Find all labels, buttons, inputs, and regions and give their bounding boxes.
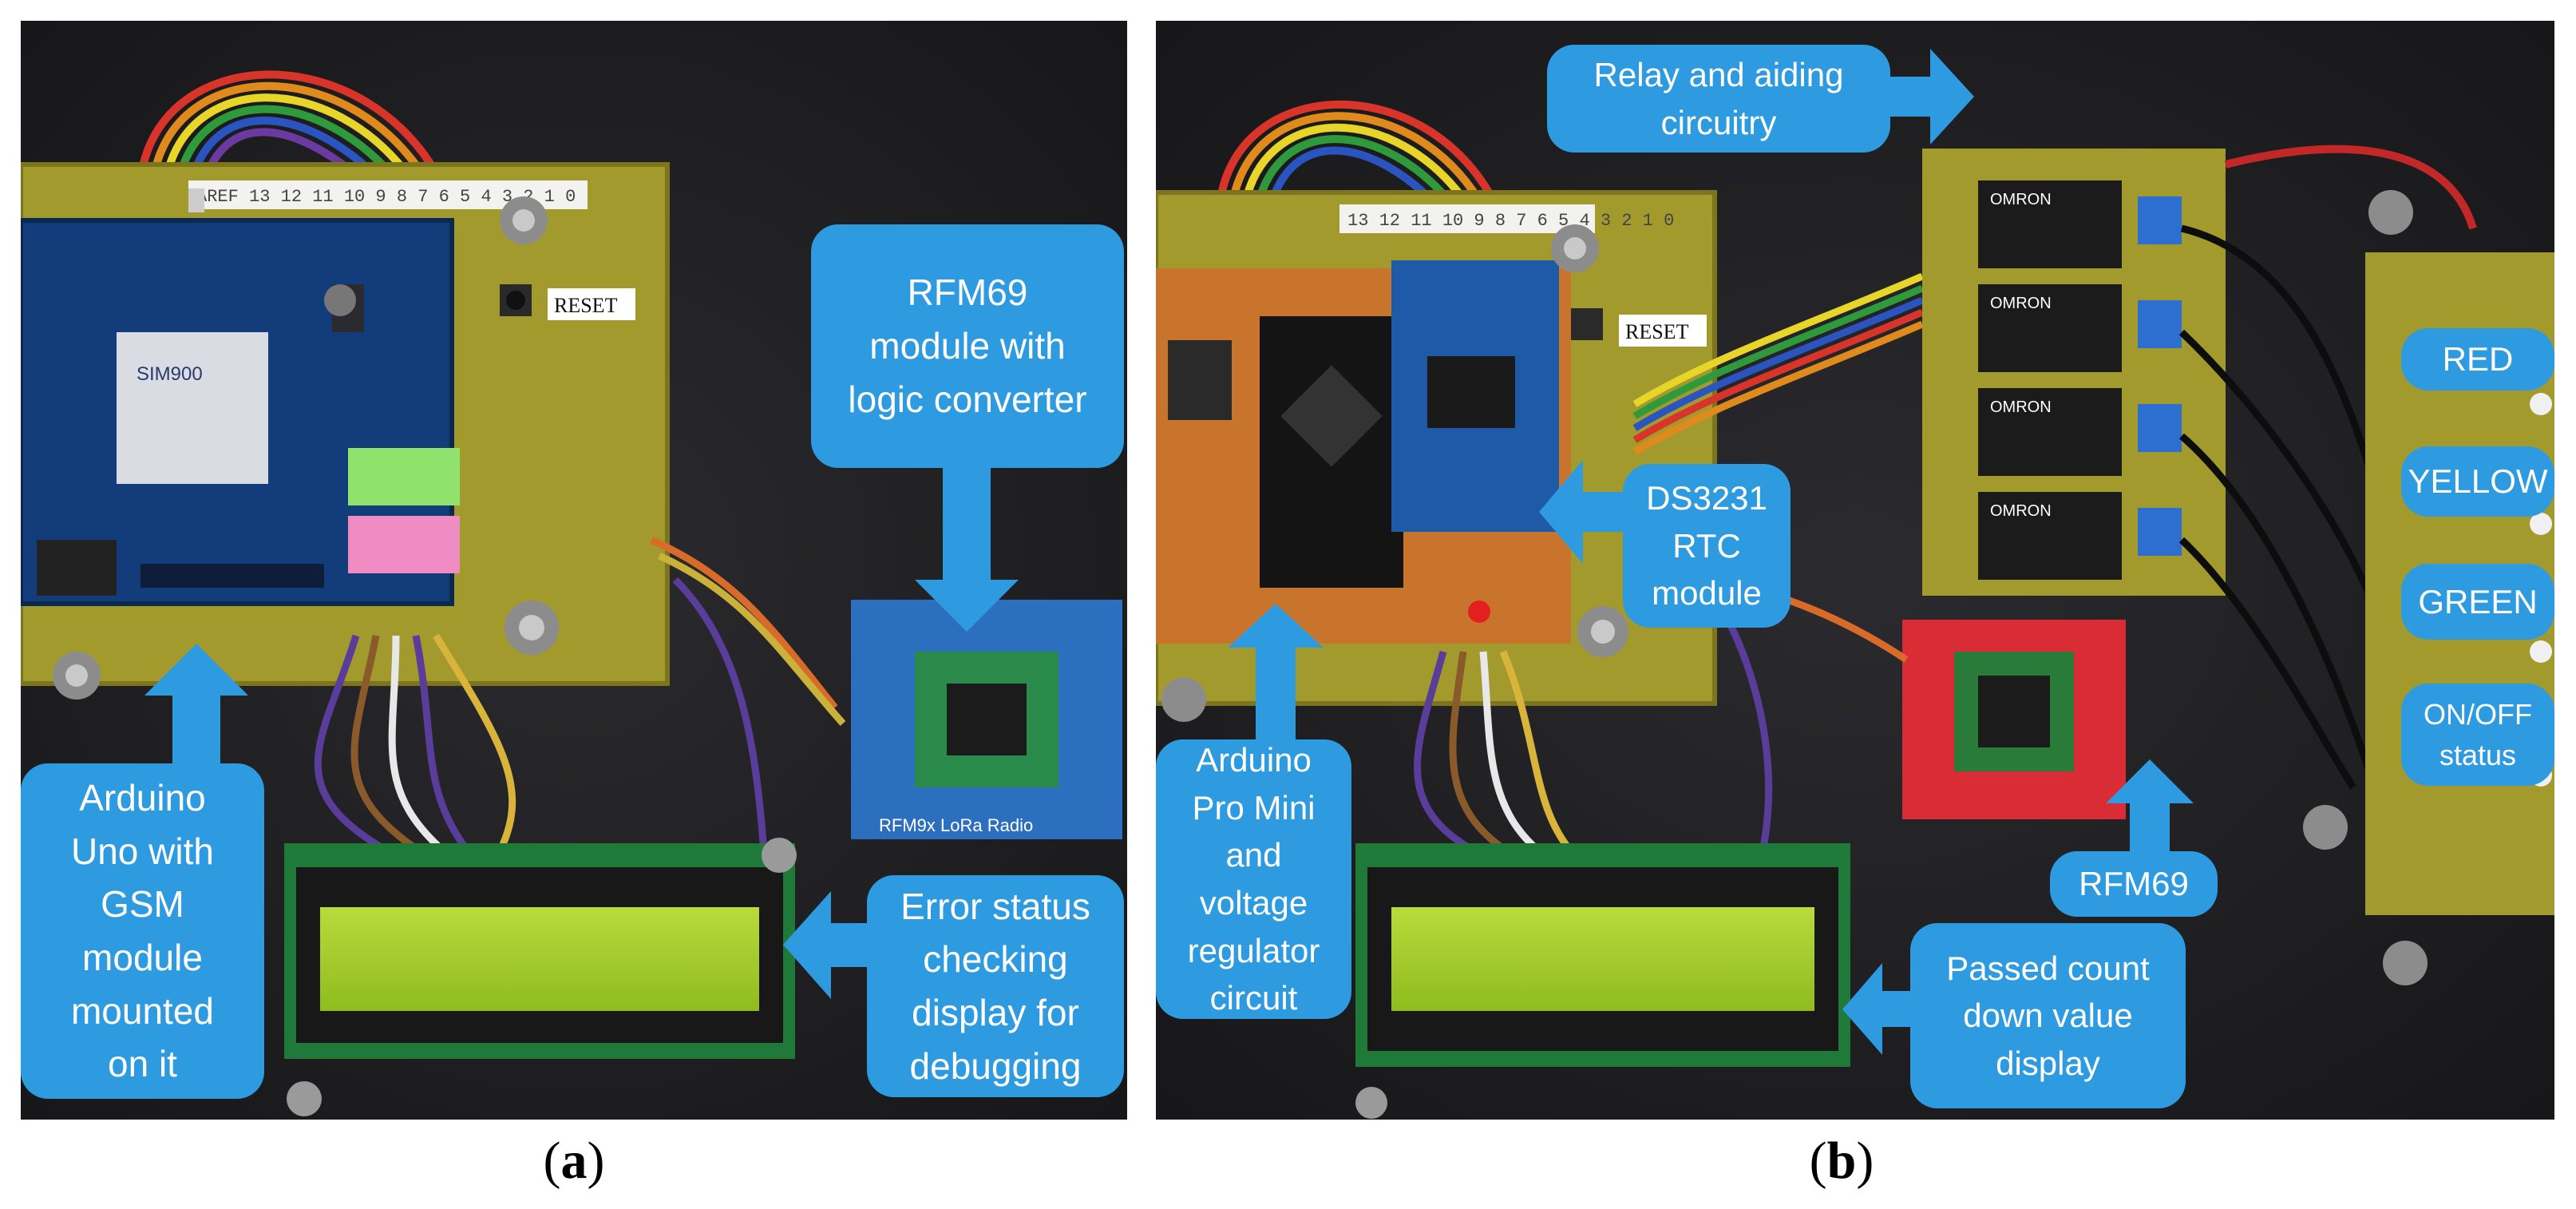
callout-ds3231-rtc: DS3231 RTC module bbox=[1623, 464, 1791, 628]
svg-text:OMRON: OMRON bbox=[1990, 295, 2052, 312]
callout-arrows-b bbox=[1228, 49, 2194, 1055]
arrow-up-icon bbox=[2106, 759, 2194, 851]
panel-a-label: (a) bbox=[543, 1132, 605, 1190]
svg-text:OMRON: OMRON bbox=[1990, 398, 2052, 416]
callout-rfm69-logic-converter: RFM69 module with logic converter bbox=[811, 224, 1124, 468]
callout-error-status-display: Error status checking display for debugg… bbox=[867, 875, 1124, 1097]
svg-text:RESET: RESET bbox=[554, 294, 618, 317]
svg-text:OMRON: OMRON bbox=[1990, 502, 2052, 520]
relay-ribbon bbox=[1632, 272, 1924, 455]
arrow-up-icon bbox=[1228, 604, 1324, 739]
lcd-screen bbox=[320, 907, 759, 1011]
photo-panel-a: AREF 13 12 11 10 9 8 7 6 5 4 3 2 1 0 SIM… bbox=[21, 21, 1127, 1120]
callout-rfm69: RFM69 bbox=[2050, 851, 2218, 917]
circuit-photo-b: 13 12 11 10 9 8 7 6 5 4 3 2 1 0 RESET bbox=[1156, 21, 2554, 1120]
svg-text:RESET: RESET bbox=[1625, 320, 1689, 343]
svg-text:RFM9x LoRa Radio: RFM9x LoRa Radio bbox=[879, 815, 1033, 835]
callout-pro-mini-regulator: Arduino Pro Mini and voltage regulator c… bbox=[1156, 739, 1351, 1019]
jumper-wires bbox=[1414, 593, 1772, 854]
svg-text:13 12 11 10 9 8 7 6 5 4 3 2 1: 13 12 11 10 9 8 7 6 5 4 3 2 1 0 bbox=[1347, 211, 1674, 231]
arrow-left-icon bbox=[783, 891, 867, 999]
arrow-down-icon bbox=[915, 468, 1019, 632]
callout-arduino-uno-gsm: Arduino Uno with GSM module mounted on i… bbox=[21, 763, 264, 1099]
svg-text:OMRON: OMRON bbox=[1990, 191, 2052, 208]
jumper-wires bbox=[314, 536, 846, 854]
ribbon-cable bbox=[1216, 101, 1495, 221]
photo-panel-b: 13 12 11 10 9 8 7 6 5 4 3 2 1 0 RESET bbox=[1156, 21, 2554, 1120]
callout-red-light: RED bbox=[2401, 328, 2554, 390]
arrow-left-icon bbox=[1842, 963, 1910, 1055]
arrow-left-icon bbox=[1539, 460, 1623, 564]
lcd-screen bbox=[1391, 907, 1814, 1011]
svg-text:SIM900: SIM900 bbox=[137, 363, 203, 385]
callout-relay-circuitry: Relay and aiding circuitry bbox=[1547, 45, 1890, 153]
panel-b-label: (b) bbox=[1809, 1132, 1874, 1190]
callout-green-light: GREEN bbox=[2401, 564, 2554, 640]
callout-yellow-light: YELLOW bbox=[2401, 446, 2554, 517]
callout-arrows-a bbox=[144, 468, 1019, 999]
ribbon-cable bbox=[137, 70, 440, 201]
callout-countdown-display: Passed count down value display bbox=[1910, 923, 2186, 1108]
arrow-right-icon bbox=[1890, 49, 1974, 145]
callout-onoff-status: ON/OFF status bbox=[2401, 684, 2554, 786]
arrow-up-icon bbox=[144, 644, 248, 763]
